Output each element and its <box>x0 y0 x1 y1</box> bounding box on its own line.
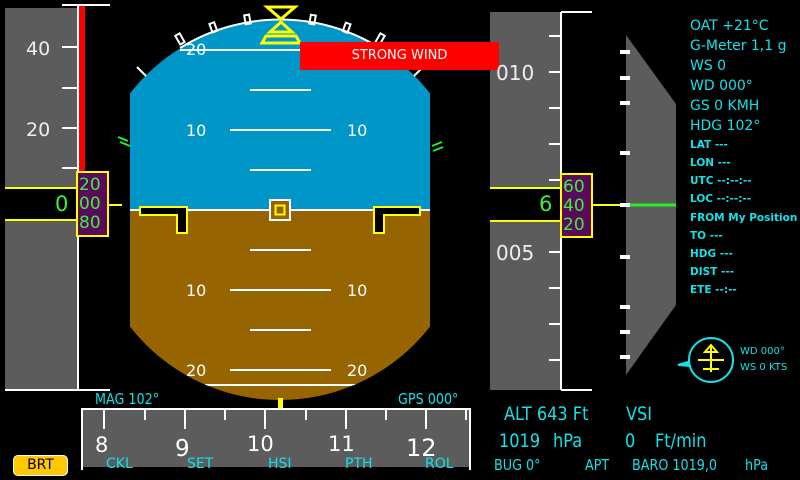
vertical-speed-value: 0 <box>625 430 636 452</box>
ground-speed: GS 0 KMH <box>690 98 760 114</box>
distance: DIST --- <box>690 266 735 278</box>
bug-button[interactable]: BUG 0° <box>494 456 541 474</box>
airspeed-roller: 20 00 80 <box>79 176 101 233</box>
apt-button[interactable]: APT <box>585 456 610 474</box>
ground <box>130 210 430 400</box>
airspeed-scale-label: 40 <box>26 38 51 60</box>
baro-hpa-value: 1019 <box>499 430 541 452</box>
heading-label: 10 <box>247 432 274 456</box>
pitch-label: 10 <box>186 121 207 140</box>
airspeed-current: 0 <box>55 192 69 216</box>
airspeed-scale-label: 20 <box>26 119 51 141</box>
latitude: LAT --- <box>690 139 728 151</box>
pitch-label: 10 <box>347 121 368 140</box>
altitude-scale-label: 010 <box>496 61 535 85</box>
from: FROM My Position <box>690 212 798 224</box>
heading: HDG 102° <box>690 118 761 134</box>
to: TO --- <box>690 230 723 242</box>
baro-setting[interactable]: BARO 1019,0 <box>632 456 718 474</box>
pitch-ladder <box>180 49 380 386</box>
ete: ETE --:-- <box>690 284 737 296</box>
utc-time: UTC --:--:-- <box>690 175 752 187</box>
roller-digit: 40 <box>563 196 585 216</box>
heading-label: 9 <box>175 436 190 462</box>
wind-indicator-wd: WD 000° <box>740 346 785 357</box>
pitch-label: 10 <box>347 281 368 300</box>
baro-hpa-unit: hPa <box>553 430 583 452</box>
wind-indicator-ws: WS 0 KTS <box>740 362 788 373</box>
roller-digit: 20 <box>563 215 585 235</box>
longitude: LON --- <box>690 157 731 169</box>
heading-tape <box>82 409 470 467</box>
vertical-speed-unit: Ft/min <box>655 430 707 452</box>
roller-digit: 60 <box>563 177 585 197</box>
bank-limit-marks <box>117 136 444 152</box>
pitch-label: 20 <box>186 361 207 380</box>
menu-set-button[interactable]: SET <box>187 456 214 472</box>
pitch-label: 20 <box>186 40 207 59</box>
g-meter: G-Meter 1,1 g <box>690 38 787 54</box>
menu-rol-button[interactable]: ROL <box>425 456 454 472</box>
aircraft-center-icon <box>269 199 291 221</box>
wind-indicator-icon <box>677 337 734 383</box>
pitch-label: 10 <box>186 281 207 300</box>
local-time: LOC --:--:-- <box>690 193 752 205</box>
menu-pth-button[interactable]: PTH <box>345 456 373 472</box>
wind-direction: WD 000° <box>690 78 753 94</box>
heading-label: 12 <box>406 434 437 462</box>
baro-unit: hPa <box>745 456 769 474</box>
oat: OAT +21°C <box>690 18 769 34</box>
strong-wind-alert: STRONG WIND <box>300 42 499 70</box>
heading-pointer-icon <box>278 398 283 408</box>
mag-heading: MAG 102° <box>95 390 160 408</box>
heading-label: 11 <box>328 432 355 456</box>
heading-label: 8 <box>95 433 109 457</box>
aircraft-symbol-icon <box>139 206 421 234</box>
altitude-roller: 60 40 20 <box>563 178 585 235</box>
altitude-readout: ALT 643 Ft <box>504 403 589 425</box>
brt-button[interactable]: BRT <box>13 455 68 476</box>
menu-hsi-button[interactable]: HSI <box>268 456 292 472</box>
overspeed-bar <box>79 6 85 172</box>
gps-heading: GPS 000° <box>398 390 459 408</box>
pitch-label: 20 <box>347 361 368 380</box>
menu-ckl-button[interactable]: CKL <box>106 456 133 472</box>
roller-digit: 80 <box>79 213 101 233</box>
wind-speed: WS 0 <box>690 58 727 74</box>
nav-heading: HDG --- <box>690 248 733 260</box>
altitude-scale-label: 005 <box>496 241 535 265</box>
vsi-label: VSI <box>626 403 653 425</box>
roller-digit: 20 <box>79 175 101 195</box>
roller-digit: 00 <box>79 194 101 214</box>
altitude-current: 6 <box>539 192 553 216</box>
